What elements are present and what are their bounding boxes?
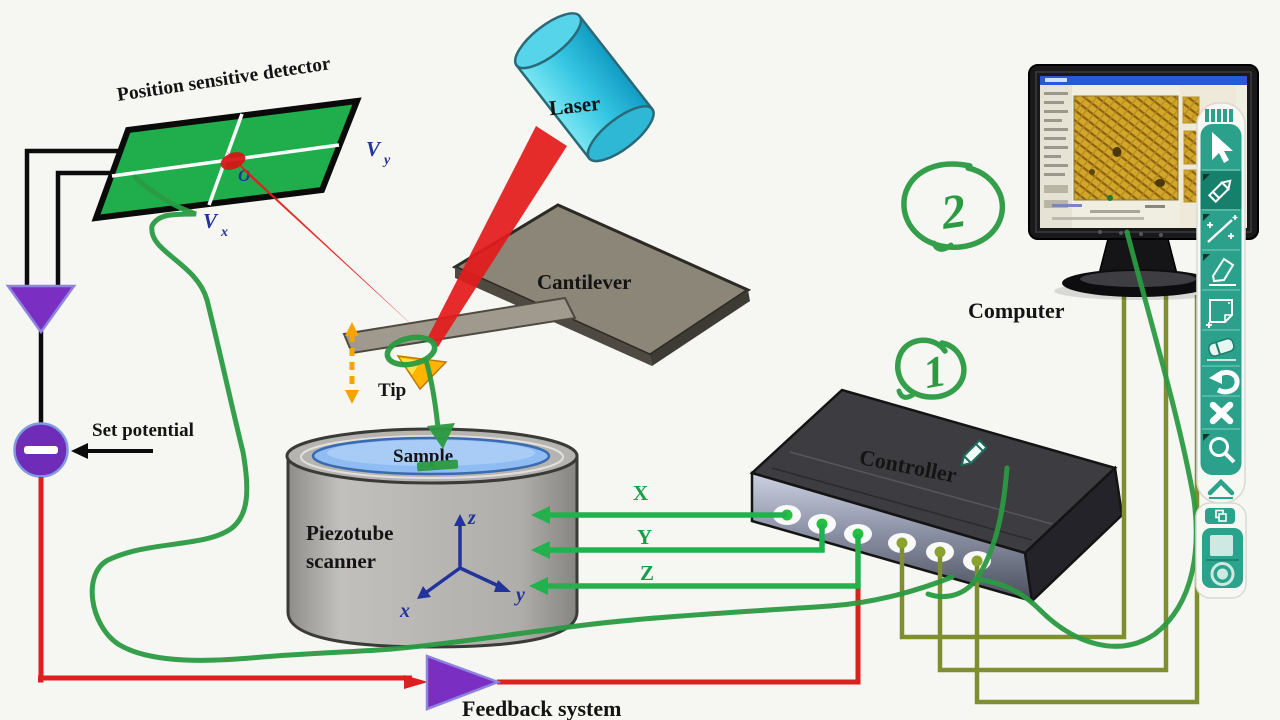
close-icon — [1209, 401, 1234, 425]
feedback-label: Feedback system — [462, 696, 621, 720]
wire-x-label: X — [633, 481, 648, 505]
ink-circle-2 — [901, 161, 1006, 250]
cursor-icon — [1212, 132, 1233, 163]
svg-text:V: V — [203, 209, 219, 233]
highlighter-tool-button[interactable] — [1201, 251, 1242, 289]
cantilever — [342, 203, 752, 391]
green-ink-dot — [1107, 195, 1113, 201]
piezo-label-2: scanner — [306, 549, 376, 573]
piezo-label-1: Piezotube — [306, 521, 393, 545]
tip-label: Tip — [378, 380, 406, 401]
chevron-up-icon — [1207, 478, 1235, 496]
eraser-icon — [1207, 337, 1235, 357]
laser-label: Laser — [548, 91, 602, 120]
set-potential-arrow — [71, 443, 153, 459]
oscillation-arrow — [345, 322, 359, 404]
wire-z-label: Z — [640, 561, 654, 585]
pencil-tool-button[interactable] — [1200, 171, 1242, 209]
undo-icon — [1215, 370, 1240, 395]
highlighter-icon — [1209, 257, 1236, 286]
differential-amplifier — [5, 284, 77, 335]
svg-text:y: y — [382, 153, 391, 168]
ink-dash — [416, 459, 459, 472]
controller-ports — [773, 505, 991, 571]
svg-text:V: V — [366, 137, 382, 161]
cantilever-label: Cantilever — [537, 270, 631, 294]
restore-window-button[interactable] — [1205, 508, 1235, 524]
ink-circle-1 — [895, 337, 967, 400]
close-button[interactable] — [1201, 397, 1242, 428]
eraser-tool-button[interactable] — [1201, 331, 1242, 366]
detector-voltage-labels: V y V x O — [203, 137, 391, 240]
xyz-wire-arrowheads — [529, 506, 550, 595]
wire-y-label: Y — [637, 525, 652, 549]
cursor-tool-button[interactable] — [1201, 124, 1242, 170]
xyz-axes — [417, 514, 511, 599]
recorder-panel — [1195, 502, 1247, 599]
toolbar-grip-handle[interactable] — [1205, 109, 1233, 122]
ink-annotations — [89, 161, 1199, 663]
record-icon — [1210, 562, 1235, 586]
svg-text:x: x — [220, 225, 228, 240]
feedback-amplifier — [425, 654, 502, 711]
stop-icon — [1210, 535, 1233, 556]
ink-arrowhead — [427, 423, 455, 449]
axis-y-label: y — [514, 584, 525, 606]
ink-monitor-stroke — [972, 229, 1199, 649]
piezotube-scanner — [285, 427, 579, 649]
ink-long-stroke — [89, 174, 955, 663]
red-arrowhead — [404, 675, 428, 689]
record-button[interactable] — [1210, 562, 1235, 586]
stop-button[interactable] — [1210, 535, 1233, 556]
restore-window-icon — [1215, 509, 1227, 522]
set-potential-label: Set potential — [92, 420, 194, 441]
zoom-icon — [1209, 437, 1236, 464]
ink-controller-stroke — [925, 465, 1010, 600]
axis-x-label: x — [399, 600, 410, 622]
laser — [513, 12, 655, 163]
magic-wand-icon — [1207, 215, 1238, 243]
sticky-note-icon — [1206, 299, 1233, 328]
zoom-tool-button[interactable] — [1201, 430, 1242, 475]
pencil-cursor-icon — [960, 439, 988, 467]
pencil-icon — [1207, 179, 1232, 204]
feedback-wires — [38, 477, 861, 685]
xyz-drive-wires — [546, 512, 861, 589]
computer-label: Computer — [968, 298, 1065, 323]
annotation-toolbar — [1196, 102, 1246, 504]
minus-sign — [24, 446, 58, 454]
controller — [749, 388, 1124, 604]
magic-wand-tool-button[interactable] — [1201, 211, 1242, 249]
ink-tip-circle — [384, 334, 438, 368]
svg-text:O: O — [238, 166, 250, 185]
laser-beam — [220, 126, 567, 348]
axis-z-label: z — [467, 507, 476, 529]
collapse-button[interactable] — [1202, 477, 1241, 501]
undo-button[interactable] — [1201, 367, 1242, 395]
ink-arrow-shaft — [423, 357, 441, 431]
sticky-note-tool-button[interactable] — [1201, 291, 1242, 329]
